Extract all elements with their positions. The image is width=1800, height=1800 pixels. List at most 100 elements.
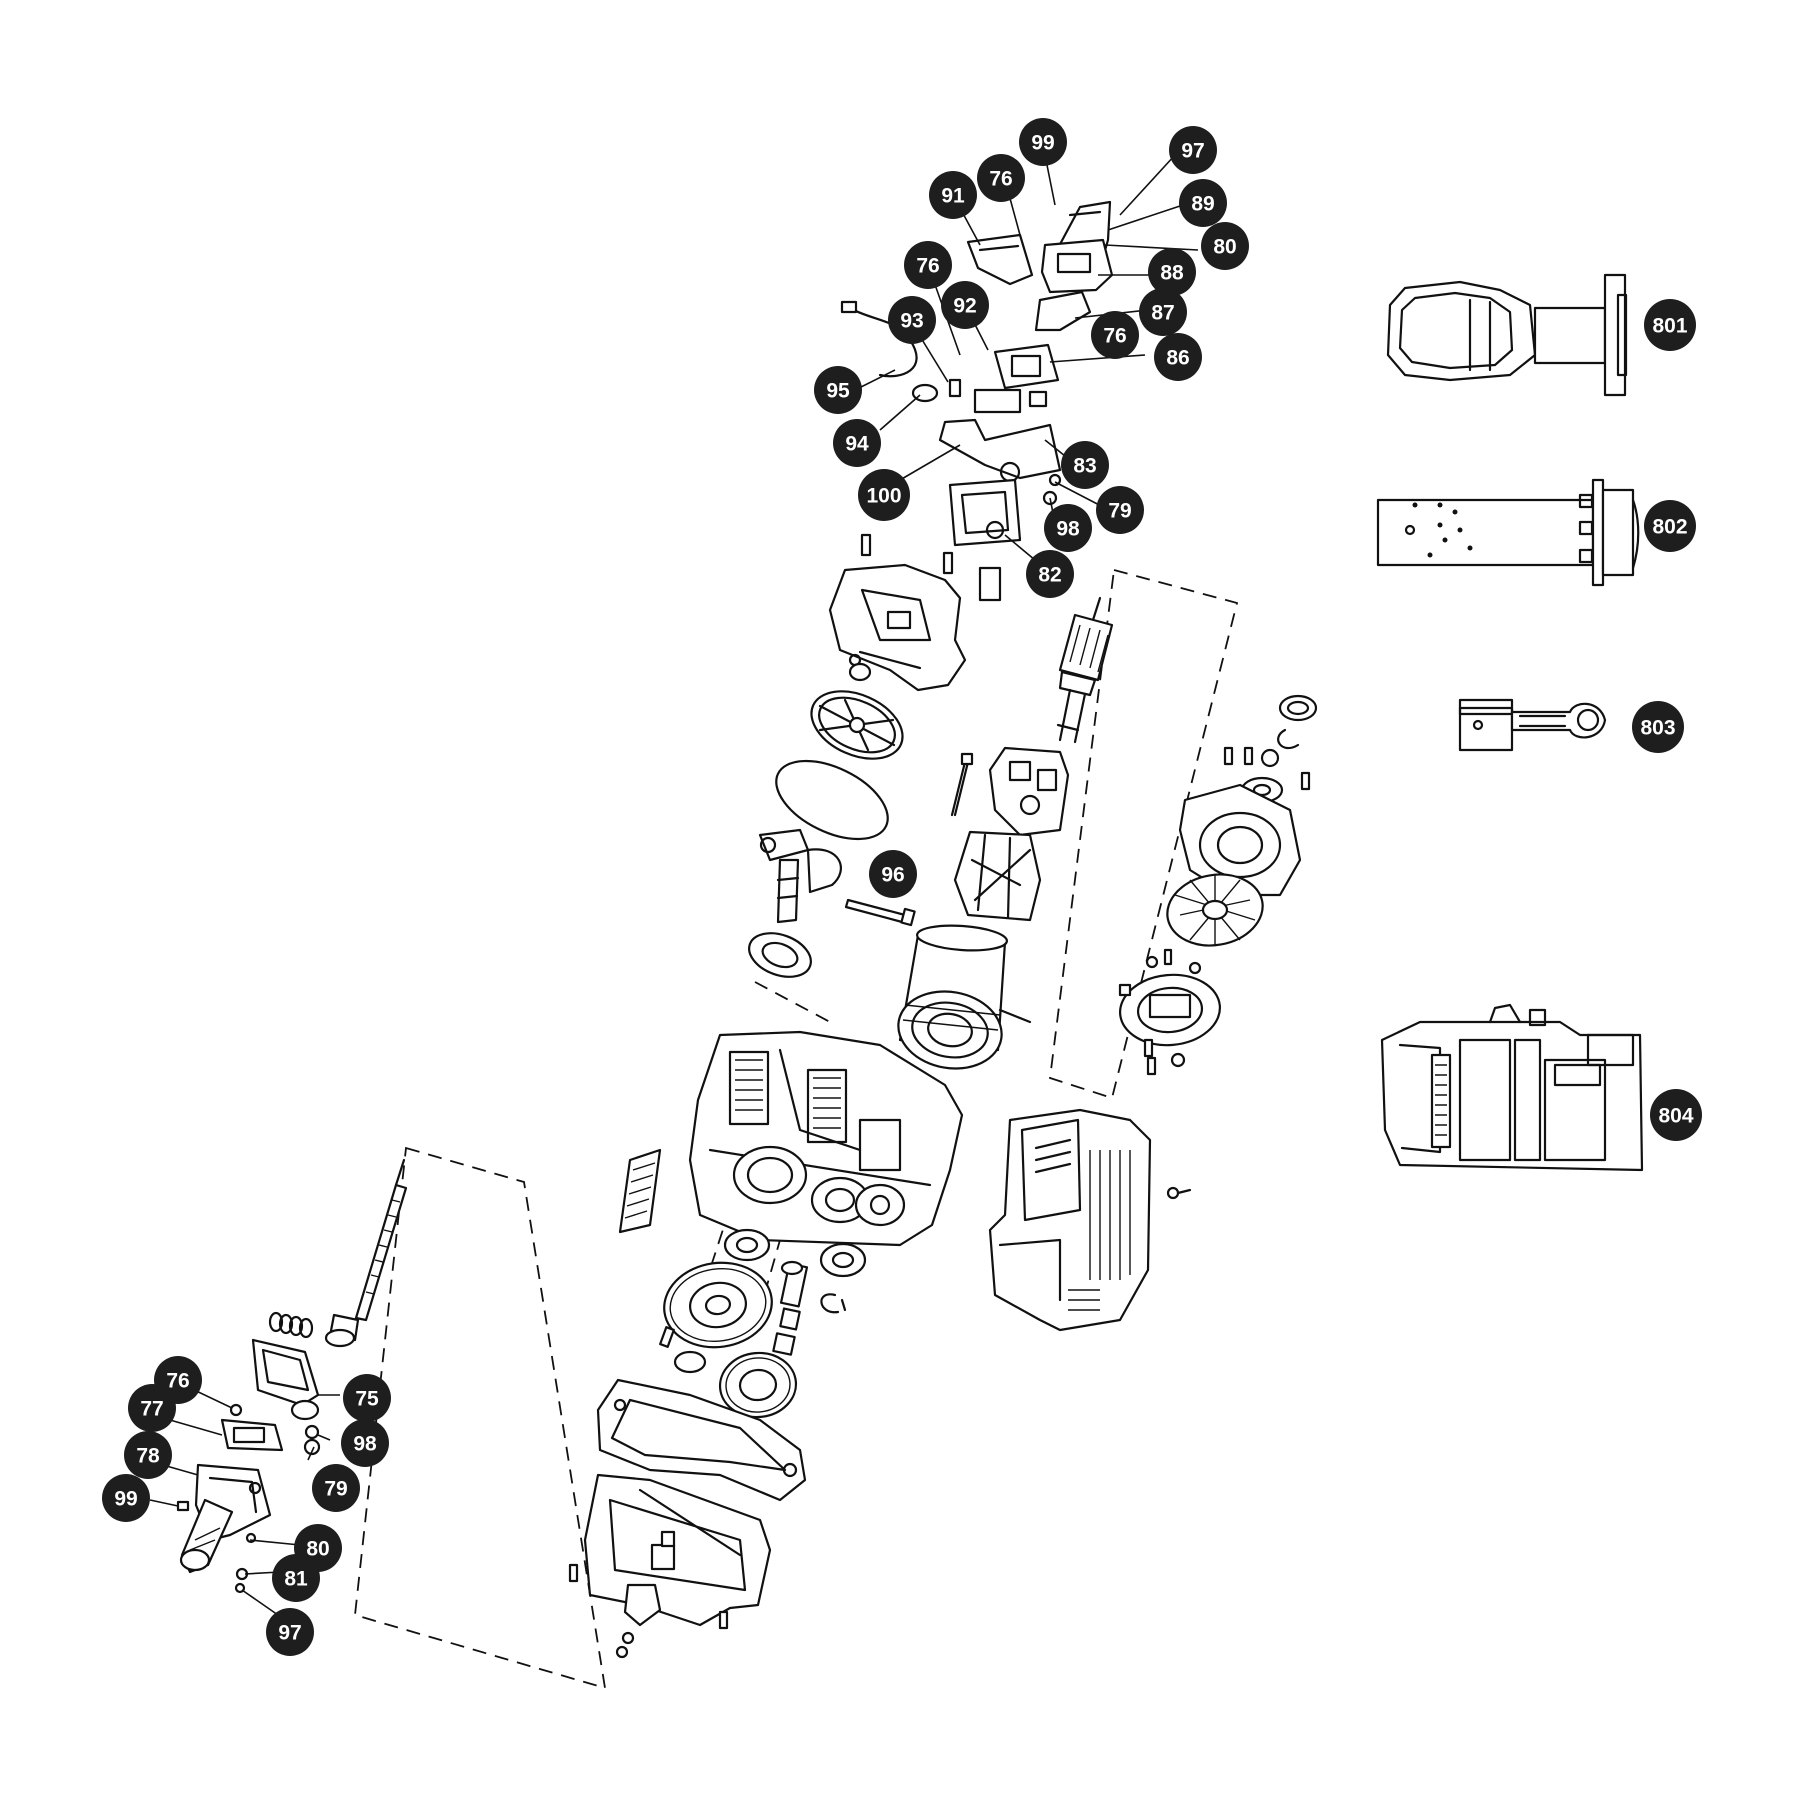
fan-housing-part — [953, 830, 1042, 922]
callout-number: 94 — [845, 433, 869, 456]
callout-number: 804 — [1658, 1105, 1693, 1128]
bearing-upper — [848, 662, 872, 682]
callout-97: 97 — [1169, 126, 1217, 174]
callout-circle — [1179, 179, 1227, 227]
callout-number: 76 — [1103, 325, 1126, 348]
callout-79: 79 — [312, 1464, 360, 1512]
spring-coil-part — [268, 1311, 314, 1339]
callout-circle — [1026, 550, 1074, 598]
callout-803: 803 — [1632, 701, 1684, 753]
spoked-cover-part — [810, 690, 904, 760]
brush-holder-part — [988, 746, 1070, 837]
drive-shaft-part — [324, 1158, 408, 1348]
callout-99: 99 — [1019, 118, 1067, 166]
callout-number: 75 — [355, 1388, 379, 1411]
callout-number: 92 — [953, 295, 976, 318]
callout-circle — [1632, 701, 1684, 753]
callout-circle — [1154, 333, 1202, 381]
brush-plate-part — [1118, 973, 1222, 1047]
callout-number: 97 — [278, 1622, 301, 1645]
pinion-shaft-part — [772, 1260, 809, 1356]
callout-circle — [904, 241, 952, 289]
callout-circle — [869, 850, 917, 898]
gearbox-bottom-switch — [615, 1583, 662, 1659]
callout-circle — [341, 1419, 389, 1467]
switch-lever-part — [1034, 290, 1092, 332]
callout-circle — [312, 1464, 360, 1512]
left-grip-housing — [179, 1463, 272, 1574]
callout-number: 96 — [881, 864, 904, 887]
callout-92: 92 — [941, 281, 989, 329]
callout-circle — [124, 1431, 172, 1479]
callout-804: 804 — [1650, 1089, 1702, 1141]
callout-number: 80 — [306, 1538, 329, 1561]
callout-number: 86 — [1166, 347, 1189, 370]
large-gear-part — [663, 1261, 773, 1349]
callout-number: 97 — [1181, 140, 1204, 163]
callout-circle — [343, 1374, 391, 1422]
callout-number: 98 — [1056, 518, 1080, 541]
thin-bolt-part — [950, 752, 974, 817]
cooling-fan-part — [1166, 873, 1264, 947]
subassembly-801-drawing — [1386, 273, 1628, 397]
callout-number: 93 — [900, 310, 923, 333]
callout-number: 82 — [1038, 564, 1061, 587]
callout-76: 76 — [904, 241, 952, 289]
left-handle-frame — [251, 1338, 320, 1421]
callout-number: 802 — [1652, 516, 1687, 539]
callout-801: 801 — [1644, 299, 1696, 351]
callout-circle — [1091, 311, 1139, 359]
callout-76: 76 — [977, 154, 1025, 202]
callout-circle — [102, 1474, 150, 1522]
main-crankcase — [688, 1030, 964, 1247]
callout-circle — [1169, 126, 1217, 174]
gearbox-gasket — [596, 1378, 807, 1502]
callout-76: 76 — [1091, 311, 1139, 359]
housing-fasteners — [1166, 1186, 1192, 1200]
end-shield-part — [1178, 783, 1302, 897]
callout-circle — [1650, 1089, 1702, 1141]
callout-number: 76 — [166, 1370, 189, 1393]
key-part — [659, 1326, 675, 1348]
callout-98: 98 — [341, 1419, 389, 1467]
callout-number: 79 — [324, 1478, 347, 1501]
callout-93: 93 — [888, 296, 936, 344]
callout-number: 80 — [1213, 236, 1236, 259]
callout-number: 99 — [114, 1488, 137, 1511]
upper-housing — [828, 563, 1002, 692]
armature-part — [1056, 596, 1114, 744]
callout-100: 100 — [858, 469, 910, 521]
callout-circle — [941, 281, 989, 329]
shaft-assembly-dash-frame — [354, 1146, 607, 1690]
callout-79: 79 — [1096, 486, 1144, 534]
callout-number: 83 — [1073, 455, 1096, 478]
callout-circle — [833, 419, 881, 467]
handle-grip-assembly — [1040, 200, 1114, 294]
callout-circle — [1201, 222, 1249, 270]
callout-87: 87 — [1139, 288, 1187, 336]
callout-circle — [929, 171, 977, 219]
callout-99: 99 — [102, 1474, 150, 1522]
callout-88: 88 — [1148, 248, 1196, 296]
callout-number: 79 — [1108, 500, 1131, 523]
callout-number: 803 — [1640, 717, 1675, 740]
switch-cover-part — [966, 233, 1034, 286]
callout-number: 78 — [136, 1445, 160, 1468]
callout-circle — [1644, 299, 1696, 351]
screws-right — [1223, 746, 1311, 791]
subassembly-804-drawing — [1380, 1003, 1644, 1172]
callout-number: 77 — [140, 1398, 163, 1421]
callout-number: 99 — [1031, 132, 1054, 155]
small-gear-part — [718, 1351, 798, 1419]
callout-number: 89 — [1191, 193, 1214, 216]
callout-number: 87 — [1151, 302, 1174, 325]
brush-screws — [1143, 1038, 1186, 1076]
gearbox-screws — [568, 1563, 729, 1630]
bearing-right-lower — [819, 1242, 867, 1278]
callout-circle — [1019, 118, 1067, 166]
callout-circle — [1061, 441, 1109, 489]
callout-circle — [1096, 486, 1144, 534]
callout-number: 76 — [989, 168, 1012, 191]
callout-number: 95 — [826, 380, 850, 403]
